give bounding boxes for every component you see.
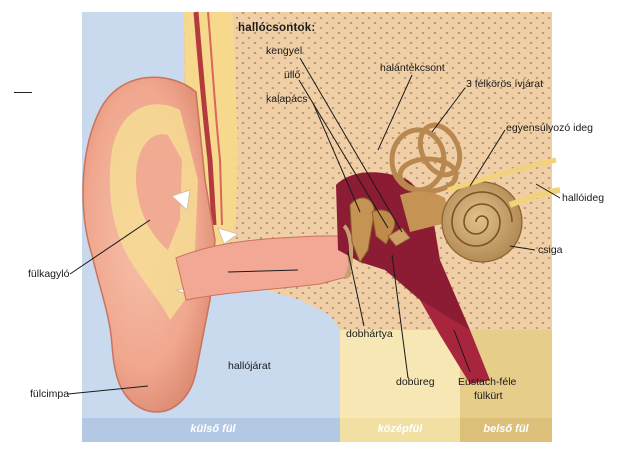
stapes (387, 227, 411, 247)
label-csiga: csiga (538, 244, 563, 256)
region-kozepful: középfül (377, 423, 423, 435)
cochlear-nerve (508, 187, 561, 208)
leader-lines (67, 57, 561, 395)
label-kengyel: kengyel (266, 45, 303, 57)
vessel-line (193, 11, 217, 226)
label-eustach-line1: Eustach-féle (458, 376, 517, 388)
label-halloideg: hallóideg (562, 192, 605, 204)
region-kulso-ful: külső fül (190, 423, 236, 435)
cochlea (441, 181, 523, 263)
label-ullo: üllő (284, 69, 301, 81)
label-halantekcsont: halántékcsont (380, 62, 445, 74)
outer-ear-bar (82, 418, 340, 442)
eustachian-tube (420, 300, 490, 384)
eardrum (342, 224, 353, 279)
vestibular-nerve (447, 157, 557, 193)
semicircular-canals (389, 122, 463, 194)
label-egyensulyozo-ideg: egyensúlyozó ideg (506, 122, 593, 134)
label-felkoros-ivjarat: 3 félkörös ívjárat (466, 78, 544, 90)
label-dobhartya: dobhártya (346, 328, 393, 340)
middle-ear-bar (340, 418, 460, 442)
label-hallojarat: hallójárat (228, 360, 271, 372)
corner-dash (14, 92, 32, 93)
ear-canal (175, 235, 351, 301)
vestibule (400, 191, 450, 232)
ossicles-heading: hallócsontok: (238, 22, 316, 34)
region-belso-ful: belső fül (483, 423, 529, 435)
label-eustach-line2: fülkürt (474, 390, 503, 402)
label-fulkagylo: fülkagyló (28, 268, 70, 280)
inner-ear-bar (460, 418, 552, 442)
concha (135, 134, 182, 250)
label-fulcimpa: fülcimpa (30, 388, 70, 400)
label-kalapacs: kalapács (266, 93, 308, 105)
label-dobureg: dobüreg (396, 376, 435, 388)
